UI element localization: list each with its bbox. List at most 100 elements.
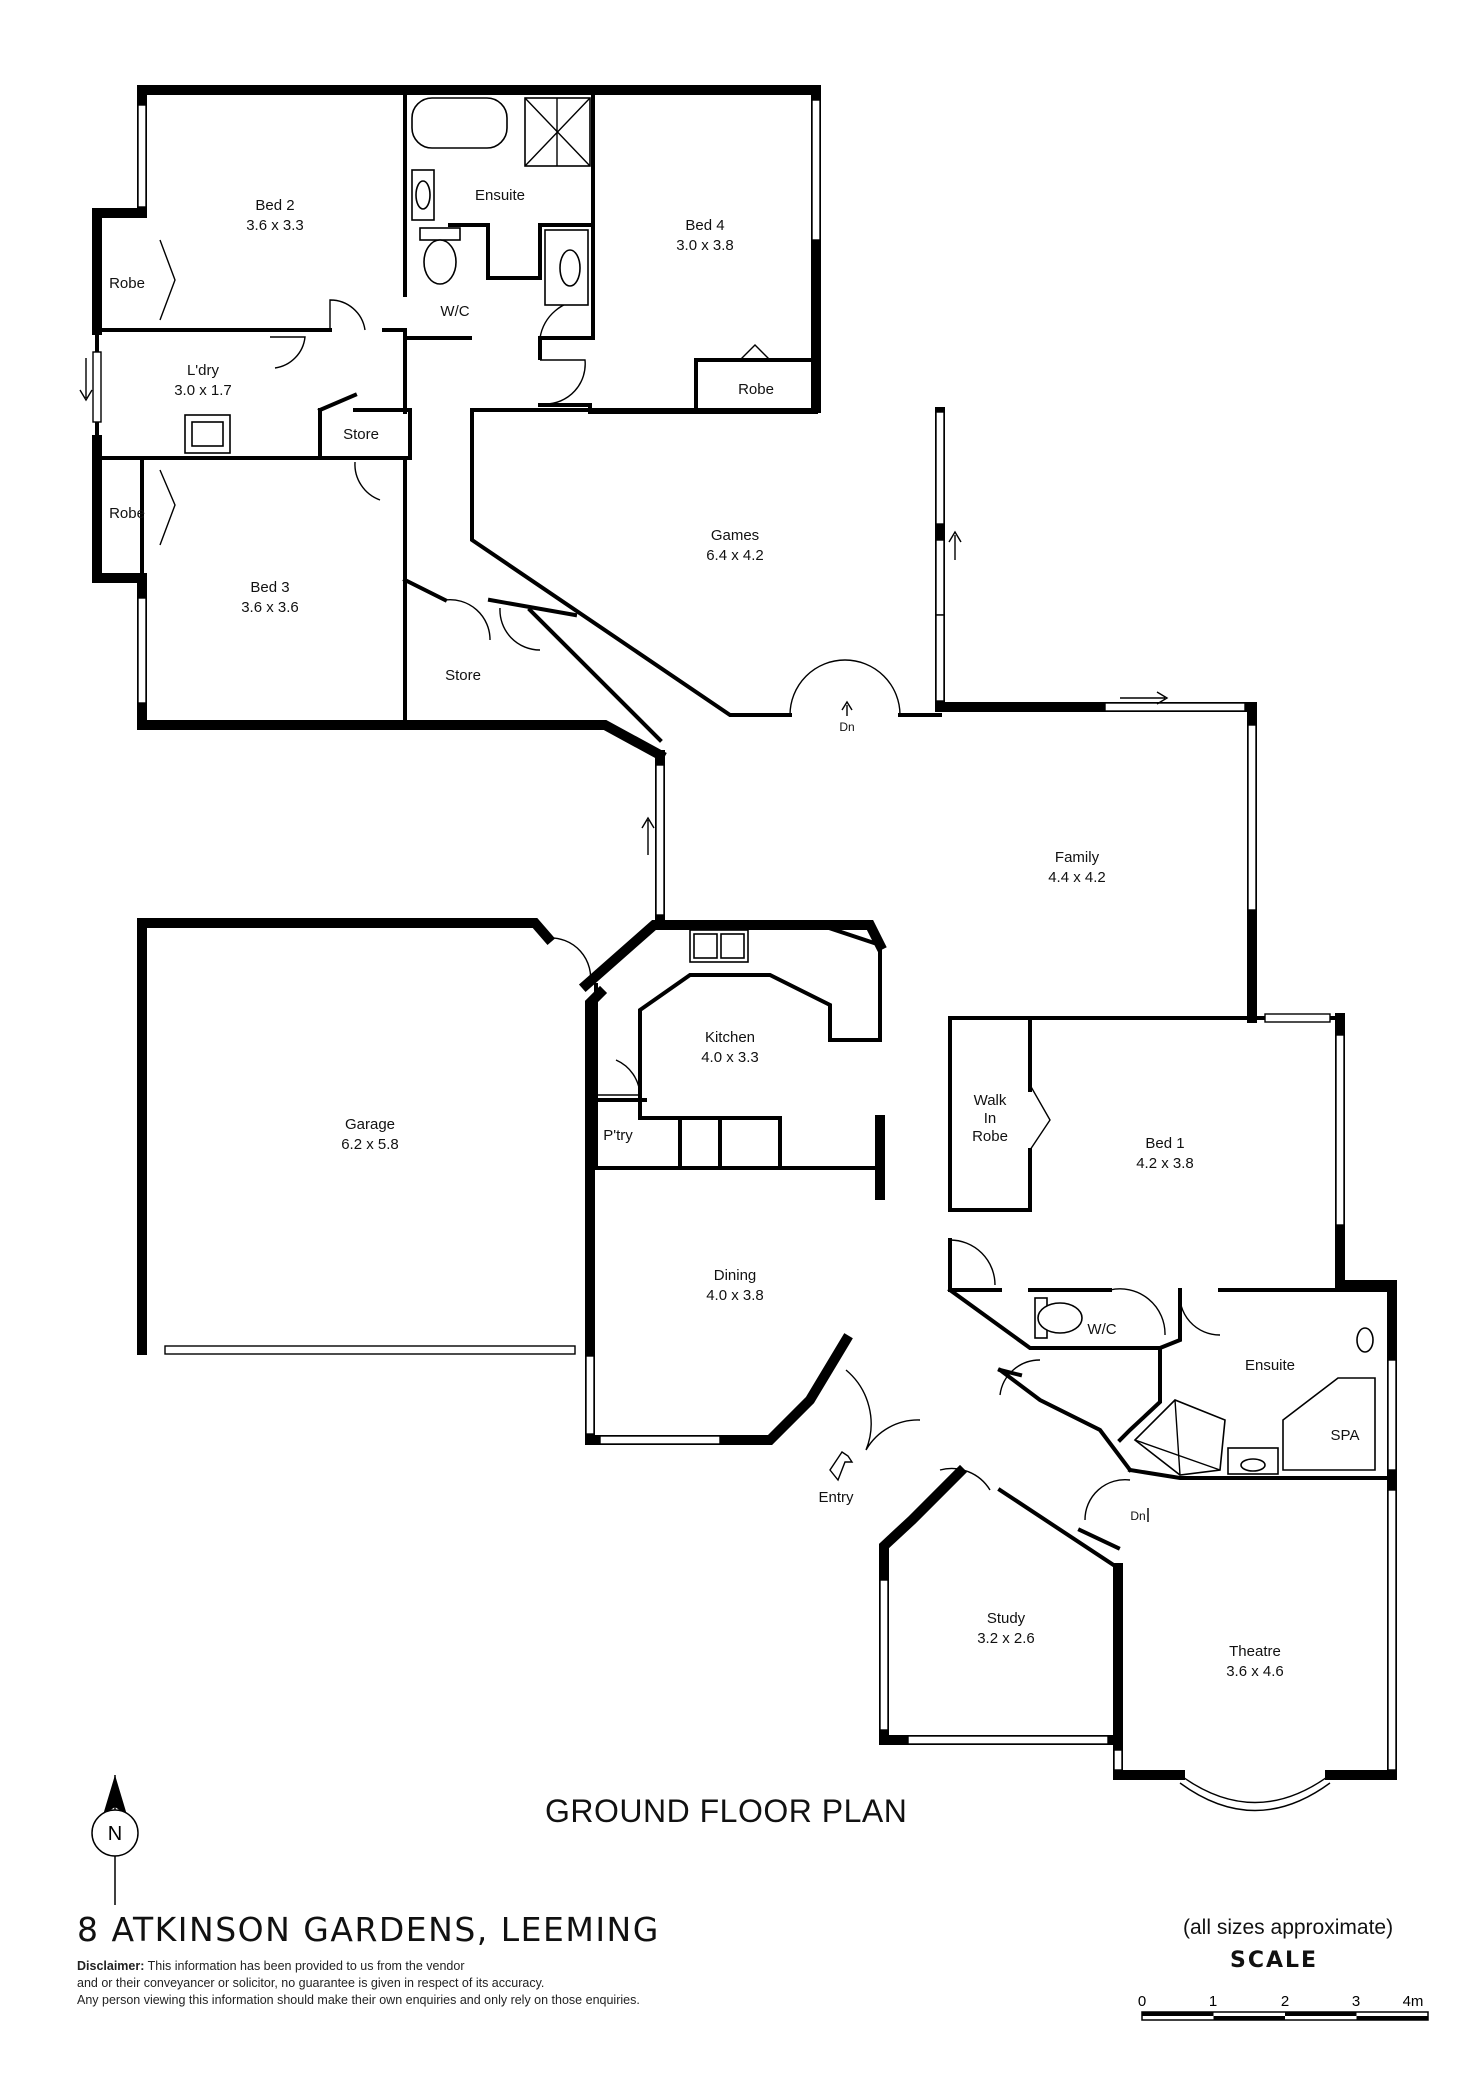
window-family-e	[1247, 724, 1257, 911]
window-dining-s	[599, 1435, 721, 1445]
laundry-label: L'dry	[187, 362, 220, 379]
windows	[92, 99, 1397, 1812]
ensuite-upper-label: Ensuite	[475, 187, 525, 204]
spa-label: SPA	[1331, 1427, 1360, 1444]
property-address: 8 ATKINSON GARDENS, LEEMING	[77, 1910, 660, 1949]
ensuite-lower-label: Ensuite	[1245, 1357, 1295, 1374]
store-laundry-label: Store	[343, 426, 379, 443]
walkin-label-1: Walk	[974, 1092, 1007, 1109]
window-theatre-w	[1113, 1749, 1123, 1771]
compass-letter: N	[108, 1823, 122, 1845]
window-games-ne	[935, 411, 945, 525]
window-bed3	[137, 597, 147, 704]
wc-upper-label: W/C	[440, 303, 469, 320]
doors	[159, 239, 1221, 1521]
entry-label: Entry	[818, 1489, 854, 1506]
window-study-w	[879, 1579, 889, 1731]
toilet-upper	[423, 239, 457, 285]
pantry-label: P'try	[603, 1127, 633, 1144]
window-bed4	[811, 99, 821, 241]
disclaimer-line-2: and or their conveyancer or solicitor, n…	[77, 1976, 545, 1990]
scale-tick-1: 1	[1209, 1993, 1217, 2010]
family-label: Family	[1055, 849, 1100, 866]
robe-bed2-label: Robe	[109, 275, 145, 292]
window-laundry	[92, 351, 102, 423]
compass: N	[80, 1775, 150, 1910]
bed4-size: 3.0 x 3.8	[676, 237, 734, 254]
window-family-w	[655, 764, 665, 916]
plan-title: GROUND FLOOR PLAN	[545, 1793, 908, 1829]
window-study-s	[907, 1735, 1109, 1745]
interior-walls	[95, 88, 1394, 1571]
window-bed1-e	[1335, 1034, 1345, 1226]
window-bed1-n	[1264, 1013, 1331, 1023]
direction-arrows	[79, 358, 1169, 1522]
scale-tick-2: 2	[1281, 1993, 1289, 2010]
bed2-size: 3.6 x 3.3	[246, 217, 304, 234]
kitchen-sink-bowl-right	[720, 933, 745, 959]
north-arrow-icon: N	[91, 1775, 139, 1905]
window-games-se	[935, 614, 945, 702]
window-games-e	[935, 539, 945, 616]
entry-arrow-icon	[829, 1451, 854, 1482]
wc-lower-label: W/C	[1087, 1321, 1116, 1338]
bed3-size: 3.6 x 3.6	[241, 599, 299, 616]
dining-label: Dining	[714, 1267, 757, 1284]
laundry-size: 3.0 x 1.7	[174, 382, 232, 399]
basin-upper-right	[559, 249, 581, 287]
kitchen-sink-bowl-left	[693, 933, 718, 959]
theatre-step-label: Dn	[1130, 1509, 1145, 1523]
dining-size: 4.0 x 3.8	[706, 1287, 764, 1304]
window-theatre-e	[1387, 1489, 1397, 1771]
basin-upper-left	[415, 180, 431, 210]
theatre-label: Theatre	[1229, 1643, 1281, 1660]
shower-lower	[1133, 1399, 1226, 1476]
window-dining-w	[585, 1355, 595, 1435]
games-size: 6.4 x 4.2	[706, 547, 764, 564]
walkin-label-3: Robe	[972, 1128, 1008, 1145]
disclaimer-label: Disclaimer:	[77, 1959, 145, 1973]
games-label: Games	[711, 527, 759, 544]
study-size: 3.2 x 2.6	[977, 1630, 1035, 1647]
window-ensuite	[1387, 1359, 1397, 1471]
scale-bar: 0 1 2 3 4m	[1138, 1993, 1429, 2021]
family-size: 4.4 x 4.2	[1048, 869, 1106, 886]
window-bed2	[137, 104, 147, 208]
spa-bath	[1282, 1377, 1376, 1471]
bed1-size: 4.2 x 3.8	[1136, 1155, 1194, 1172]
garage-label: Garage	[345, 1116, 395, 1133]
bed1-label: Bed 1	[1145, 1135, 1184, 1152]
study-label: Study	[987, 1610, 1026, 1627]
scale-tick-3: 3	[1352, 1993, 1360, 2010]
sizes-note: (all sizes approximate)	[1183, 1916, 1394, 1939]
fixtures	[184, 97, 1376, 1476]
disclaimer-line-1: This information has been provided to us…	[147, 1959, 465, 1973]
garage-door	[164, 1345, 576, 1355]
toilet-lower	[1037, 1302, 1083, 1334]
games-step-label: Dn	[839, 720, 854, 734]
scale-tick-4: 4m	[1403, 1993, 1424, 2010]
bed2-label: Bed 2	[255, 197, 294, 214]
kitchen-size: 4.0 x 3.3	[701, 1049, 759, 1066]
basin-lower	[1240, 1458, 1266, 1472]
garage-size: 6.2 x 5.8	[341, 1136, 399, 1153]
bed3-label: Bed 3	[250, 579, 289, 596]
theatre-size: 3.6 x 4.6	[1226, 1663, 1284, 1680]
robe-bed3-label: Robe	[109, 505, 145, 522]
laundry-trough-inner	[191, 421, 224, 447]
disclaimer: Disclaimer: This information has been pr…	[77, 1958, 777, 2009]
window-family-n	[1104, 702, 1246, 712]
basin-ensuite-lower	[1356, 1327, 1374, 1353]
robe-bed4-label: Robe	[738, 381, 774, 398]
store-hall-label: Store	[445, 667, 481, 684]
bay-window-theatre	[1179, 1774, 1331, 1812]
kitchen-label: Kitchen	[705, 1029, 755, 1046]
scale-tick-0: 0	[1138, 1993, 1146, 2010]
bed4-label: Bed 4	[685, 217, 724, 234]
toilet-cistern-upper	[419, 227, 461, 241]
room-labels: Bed 2 3.6 x 3.3 Bed 4 3.0 x 3.8 Ensuite …	[109, 187, 1359, 1680]
walkin-label-2: In	[984, 1110, 997, 1127]
disclaimer-line-3: Any person viewing this information shou…	[77, 1993, 640, 2007]
scale-title: SCALE	[1230, 1948, 1319, 1973]
